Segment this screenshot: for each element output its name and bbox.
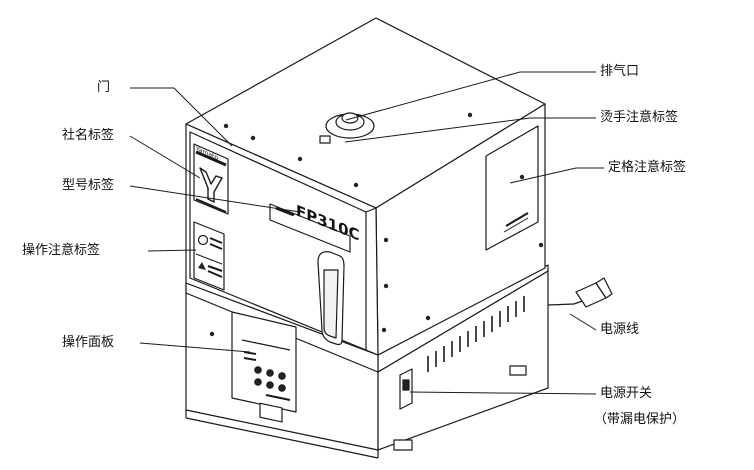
label-burn-caution: 烫手注意标签 [600, 110, 679, 125]
leader-operation-panel [139, 342, 251, 353]
label-company: 社名标签 [62, 128, 115, 143]
leader-exhaust [345, 71, 596, 121]
screws [209, 112, 544, 337]
leader-door [130, 87, 233, 147]
label-model: 型号标签 [62, 178, 115, 193]
leader-lines [129, 71, 604, 395]
label-rating-caution: 定格注意标签 [608, 160, 687, 175]
leader-burn-caution [344, 117, 596, 143]
rating-caution-plate [485, 125, 539, 251]
label-operation-panel: 操作面板 [62, 335, 115, 350]
panel-knob [278, 384, 286, 392]
label-power-switch-note: （带漏电保护） [594, 412, 686, 427]
label-power-switch: 电源开关 [600, 386, 653, 401]
power-cord [547, 277, 613, 308]
leader-model-label [129, 185, 301, 213]
panel-knob [254, 366, 262, 374]
exhaust-port [319, 112, 375, 144]
label-operation-caution: 操作注意标签 [22, 243, 101, 258]
door-handle [317, 251, 345, 346]
leader-rating-caution [509, 167, 604, 184]
base-vents [427, 296, 525, 372]
label-exhaust: 排气口 [600, 64, 640, 79]
rating-caution-text-mark [503, 217, 529, 233]
rating-caution-text-mark [505, 212, 529, 227]
panel-knob [254, 378, 262, 386]
foot-front [393, 439, 413, 451]
label-door: 门 [97, 80, 111, 95]
company-label [193, 143, 229, 215]
leader-company-label [129, 135, 201, 179]
operation-panel [231, 311, 297, 423]
foot-right [509, 365, 527, 376]
label-power-cord: 电源线 [600, 322, 640, 337]
leader-power-switch [409, 391, 597, 395]
leader-power-cord [569, 313, 597, 331]
panel-knob [278, 372, 286, 380]
power-switch [399, 368, 413, 410]
panel-knob [266, 369, 274, 377]
operation-caution-plate [193, 221, 225, 291]
leader-operation-caution [147, 249, 197, 252]
panel-knob [266, 381, 274, 389]
